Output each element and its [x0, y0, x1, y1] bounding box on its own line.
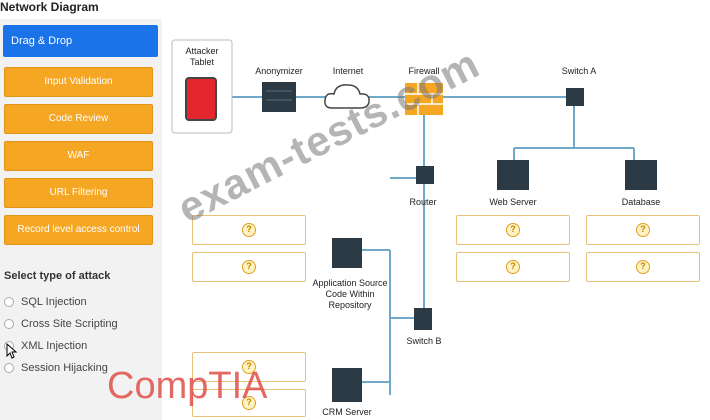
tablet-icon: [185, 77, 217, 121]
question-mark-icon: ?: [242, 223, 256, 237]
internet-label: Internet: [332, 66, 364, 76]
radio-session-hijacking[interactable]: Session Hijacking: [4, 362, 108, 374]
radio-circle-icon[interactable]: [4, 363, 14, 373]
mouse-cursor-icon: [6, 343, 18, 359]
router-icon: [416, 166, 434, 184]
web-server-icon: [497, 160, 529, 190]
radio-circle-icon[interactable]: [4, 297, 14, 307]
drop-zone-repo-2[interactable]: ?: [192, 252, 306, 282]
drop-zone-db-2[interactable]: ?: [586, 252, 700, 282]
drag-drop-header[interactable]: Drag & Drop: [3, 25, 158, 57]
question-mark-icon: ?: [636, 223, 650, 237]
app-repo-label: Application Source Code Within Repositor…: [312, 278, 388, 310]
radio-label: XML Injection: [21, 340, 88, 352]
radio-sql-injection[interactable]: SQL Injection: [4, 296, 87, 308]
anonymizer-label: Anonymizer: [255, 66, 303, 76]
repository-server-icon: [332, 238, 362, 268]
radio-label: SQL Injection: [21, 296, 87, 308]
crm-server-label: CRM Server: [322, 407, 372, 417]
cloud-icon: [324, 84, 370, 109]
option-record-level-access-control[interactable]: Record level access control: [4, 215, 153, 245]
switch-a-label: Switch A: [561, 66, 597, 76]
attack-type-title: Select type of attack: [4, 270, 111, 282]
radio-cross-site-scripting[interactable]: Cross Site Scripting: [4, 318, 118, 330]
question-mark-icon: ?: [506, 223, 520, 237]
router-label: Router: [409, 197, 437, 207]
switch-b-icon: [414, 308, 432, 330]
drop-zone-crm-1[interactable]: ?: [192, 352, 306, 382]
question-mark-icon: ?: [636, 260, 650, 274]
drop-zone-repo-1[interactable]: ?: [192, 215, 306, 245]
comptia-logo: CompTIA: [107, 365, 268, 407]
drop-zone-crm-2[interactable]: ?: [192, 389, 306, 417]
question-mark-icon: ?: [242, 260, 256, 274]
crm-server-icon: [332, 368, 362, 402]
anonymizer-server-icon: [262, 82, 296, 112]
switch-a-icon: [566, 88, 584, 106]
radio-circle-icon[interactable]: [4, 319, 14, 329]
option-input-validation[interactable]: Input Validation: [4, 67, 153, 97]
switch-b-label: Switch B: [406, 336, 442, 346]
firewall-label: Firewall: [408, 66, 440, 76]
question-mark-icon: ?: [242, 360, 256, 374]
page-title: Network Diagram: [0, 0, 99, 14]
database-label: Database: [621, 197, 661, 207]
drop-zone-web-2[interactable]: ?: [456, 252, 570, 282]
database-server-icon: [625, 160, 657, 190]
attacker-tablet-label: Attacker Tablet: [185, 46, 219, 67]
option-waf[interactable]: WAF: [4, 141, 153, 171]
diagram-wiring: [171, 39, 657, 402]
question-mark-icon: ?: [242, 396, 256, 410]
firewall-icon: [405, 83, 443, 115]
question-mark-icon: ?: [506, 260, 520, 274]
option-url-filtering[interactable]: URL Filtering: [4, 178, 153, 208]
radio-label: Cross Site Scripting: [21, 318, 118, 330]
option-code-review[interactable]: Code Review: [4, 104, 153, 134]
drop-zone-db-1[interactable]: ?: [586, 215, 700, 245]
sidebar: Drag & Drop Input Validation Code Review…: [0, 19, 162, 420]
drop-zone-web-1[interactable]: ?: [456, 215, 570, 245]
web-server-label: Web Server: [489, 197, 537, 207]
radio-label: Session Hijacking: [21, 362, 108, 374]
network-diagram: Attacker Tablet Anonymizer Internet Fire…: [162, 0, 710, 420]
